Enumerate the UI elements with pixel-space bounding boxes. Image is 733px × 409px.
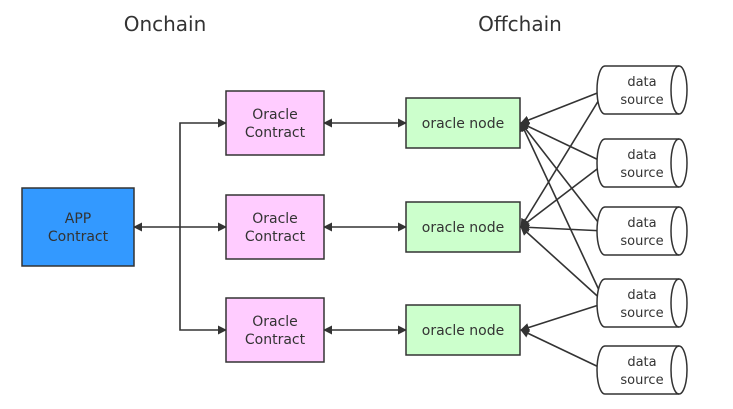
source-to-node-edge <box>520 122 606 304</box>
oracle-contract-label-line2: Contract <box>245 332 306 348</box>
oracle-contract-label-line2: Contract <box>245 229 306 245</box>
data-source-label-line2: source <box>620 306 663 321</box>
source-to-node-edge <box>520 226 606 304</box>
oracle-contract-box: Oracle Contract <box>225 297 325 363</box>
app-contract-label-line2: Contract <box>48 229 109 245</box>
data-source-label-line1: data <box>627 355 656 370</box>
source-to-node-edge <box>520 302 606 332</box>
data-source-cylinder: data source <box>596 278 688 328</box>
data-source-label-line1: data <box>627 148 656 163</box>
oracle-node-box: oracle node <box>405 201 521 253</box>
data-source-label-line2: source <box>620 93 663 108</box>
data-source-cylinder: data source <box>596 138 688 188</box>
data-source-cap <box>670 278 680 328</box>
oracle-contract-label-line1: Oracle <box>252 314 298 330</box>
oracle-contract-box: Oracle Contract <box>225 90 325 156</box>
onchain-header: Onchain <box>124 12 207 36</box>
data-source-label-line2: source <box>620 234 663 249</box>
oracle-contract-box: Oracle Contract <box>225 194 325 260</box>
bus-to-oracle-contract-connector <box>179 227 227 335</box>
app-contract-label-line1: APP <box>65 211 91 227</box>
oracle-contract-label-line1: Oracle <box>252 211 298 227</box>
data-source-cylinder: data source <box>596 345 688 395</box>
data-source-cap <box>670 345 680 395</box>
source-to-node-edge <box>520 162 606 228</box>
data-source-label-line1: data <box>627 216 656 231</box>
data-source-cap <box>670 206 680 256</box>
data-source-label-line1: data <box>627 75 656 90</box>
oracle-node-label: oracle node <box>422 220 505 236</box>
data-source-label-line2: source <box>620 166 663 181</box>
oracle-node-label: oracle node <box>422 116 505 132</box>
oracle-node-label: oracle node <box>422 323 505 339</box>
oracle-contract-label-line2: Contract <box>245 125 306 141</box>
data-source-cylinder: data source <box>596 206 688 256</box>
app-contract-box: APP Contract <box>21 187 135 267</box>
oracle-node-box: oracle node <box>405 304 521 356</box>
data-source-cylinder: data source <box>596 65 688 115</box>
source-to-node-edge <box>520 122 606 232</box>
bus-to-oracle-contract-connector <box>179 118 227 227</box>
source-to-node-edge <box>520 89 606 125</box>
oracle-contract-label-line1: Oracle <box>252 107 298 123</box>
oracle-node-box: oracle node <box>405 97 521 149</box>
source-to-node-edge <box>520 89 606 228</box>
data-source-cap <box>670 65 680 115</box>
connector-lines <box>133 89 606 371</box>
source-to-node-edge <box>520 222 606 232</box>
data-source-label-line1: data <box>627 288 656 303</box>
source-to-node-edge <box>520 329 606 371</box>
data-source-cap <box>670 138 680 188</box>
source-to-node-edge <box>520 122 606 164</box>
data-source-label-line2: source <box>620 373 663 388</box>
data-sources-group: data source data source data source data source… <box>596 65 688 395</box>
offchain-header: Offchain <box>478 12 562 36</box>
